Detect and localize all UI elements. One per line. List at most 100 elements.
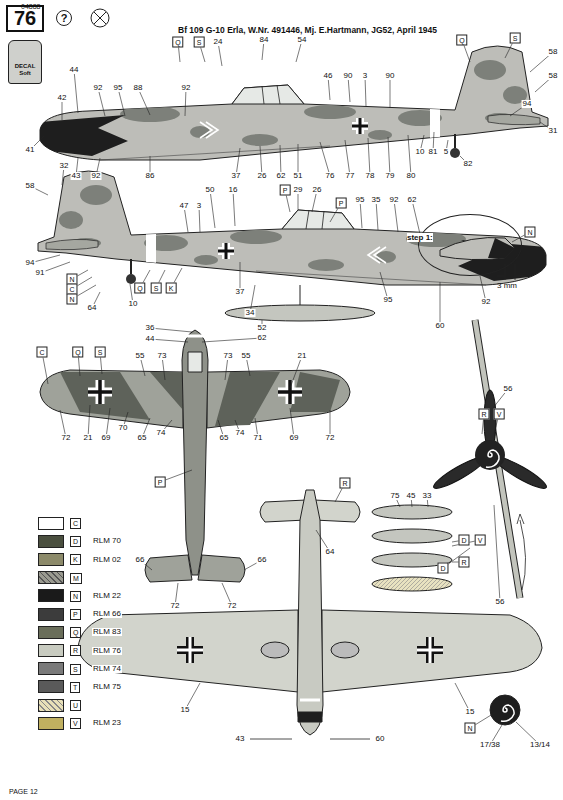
callout-number: 74 [156,429,167,437]
color-code: P [70,609,81,620]
color-code: R [70,645,81,656]
color-code: C [70,518,81,529]
callout-number: 94 [522,100,533,108]
callout-number: 88 [133,84,144,92]
callout-number: 43 [71,172,82,180]
callout-number: 17/38 [479,741,501,749]
callout-number: 95 [113,84,124,92]
color-code: T [70,682,80,693]
callout-number: 15 [465,708,476,716]
leader-line [233,190,235,226]
callout-number: 71 [253,434,264,442]
node-text: step 1: [407,233,433,242]
color-code: D [70,536,81,547]
color-code: S [95,347,106,358]
color-code: V [475,535,486,546]
leader-line [74,70,78,113]
profile-left [40,46,548,160]
color-code: S [510,33,521,44]
color-swatch [38,608,64,621]
color-code: N [70,591,81,602]
callout-number: 75 [390,492,401,500]
callout-number: 95 [355,196,366,204]
callout-number: 29 [293,186,304,194]
leader-line [394,200,398,232]
callout-number: 72 [61,434,72,442]
leader-line [150,328,192,332]
callout-number: 41 [25,146,36,154]
callout-number: 16 [228,186,239,194]
callout-number: 55 [241,352,252,360]
page-note: 04888 [20,3,41,10]
drop-tanks [372,505,452,591]
leader-line [440,282,441,326]
leader-line [98,88,105,116]
callout-number: 72 [170,602,181,610]
callout-number: 56 [503,385,514,393]
callout-number: 56 [495,598,506,606]
planform-bottom [78,490,542,739]
callout-number: 37 [235,288,246,296]
color-code: R [339,478,350,489]
callout-number: 44 [145,335,156,343]
color-swatch [38,571,64,584]
color-code: P [155,477,166,488]
color-code: N [66,294,77,305]
leader-line [150,339,188,342]
callout-number: 92 [181,84,192,92]
leader-line [345,140,350,176]
callout-number: 74 [235,429,246,437]
color-swatch [38,662,64,675]
callout-number: 77 [345,172,356,180]
leader-line [138,88,150,115]
color-swatch [38,699,64,712]
callout-number: 5 [443,148,449,156]
leader-line [320,142,330,176]
node-text: DECAL [9,63,41,70]
callout-number: 66 [257,556,268,564]
callout-number: 69 [289,434,300,442]
callout-number: 21 [297,352,308,360]
callout-number: 45 [406,492,417,500]
color-name: RLM 83 [92,628,122,636]
leader-line [360,200,362,228]
callout-number: 47 [179,202,190,210]
callout-number: 72 [325,434,336,442]
callout-number: 58 [25,182,36,190]
step-inset-circle: step 1:3 mm [418,214,522,276]
callout-number: 42 [57,94,68,102]
callout-number: 91 [35,269,46,277]
color-code: Q [456,35,467,46]
callout-number: 33 [422,492,433,500]
no-glue-icon [91,9,109,27]
leader-line [412,200,420,234]
color-name: RLM 23 [92,719,122,727]
callout-number: 3 [362,72,368,80]
color-name: RLM 74 [92,665,122,673]
color-code: Q [70,627,81,638]
color-name: RLM 02 [92,556,122,564]
callout-number: 62 [407,196,418,204]
color-swatch [38,517,64,530]
callout-number: 62 [257,334,268,342]
callout-number: 36 [145,324,156,332]
callout-number: 82 [463,160,474,168]
callout-number: 90 [385,72,396,80]
leader-line [365,76,366,106]
callout-number: 52 [257,324,268,332]
color-code: K [70,554,81,565]
color-swatch [38,553,64,566]
color-name: RLM 70 [92,537,122,545]
callout-number: 51 [293,172,304,180]
color-code: N [524,227,535,238]
color-code: S [70,664,81,675]
color-code: Q [172,37,183,48]
callout-number: 86 [145,172,156,180]
callout-number: 76 [325,172,336,180]
callout-number: 21 [83,434,94,442]
callout-number: 35 [371,196,382,204]
profile-right [38,171,546,321]
callout-number: 26 [257,172,268,180]
